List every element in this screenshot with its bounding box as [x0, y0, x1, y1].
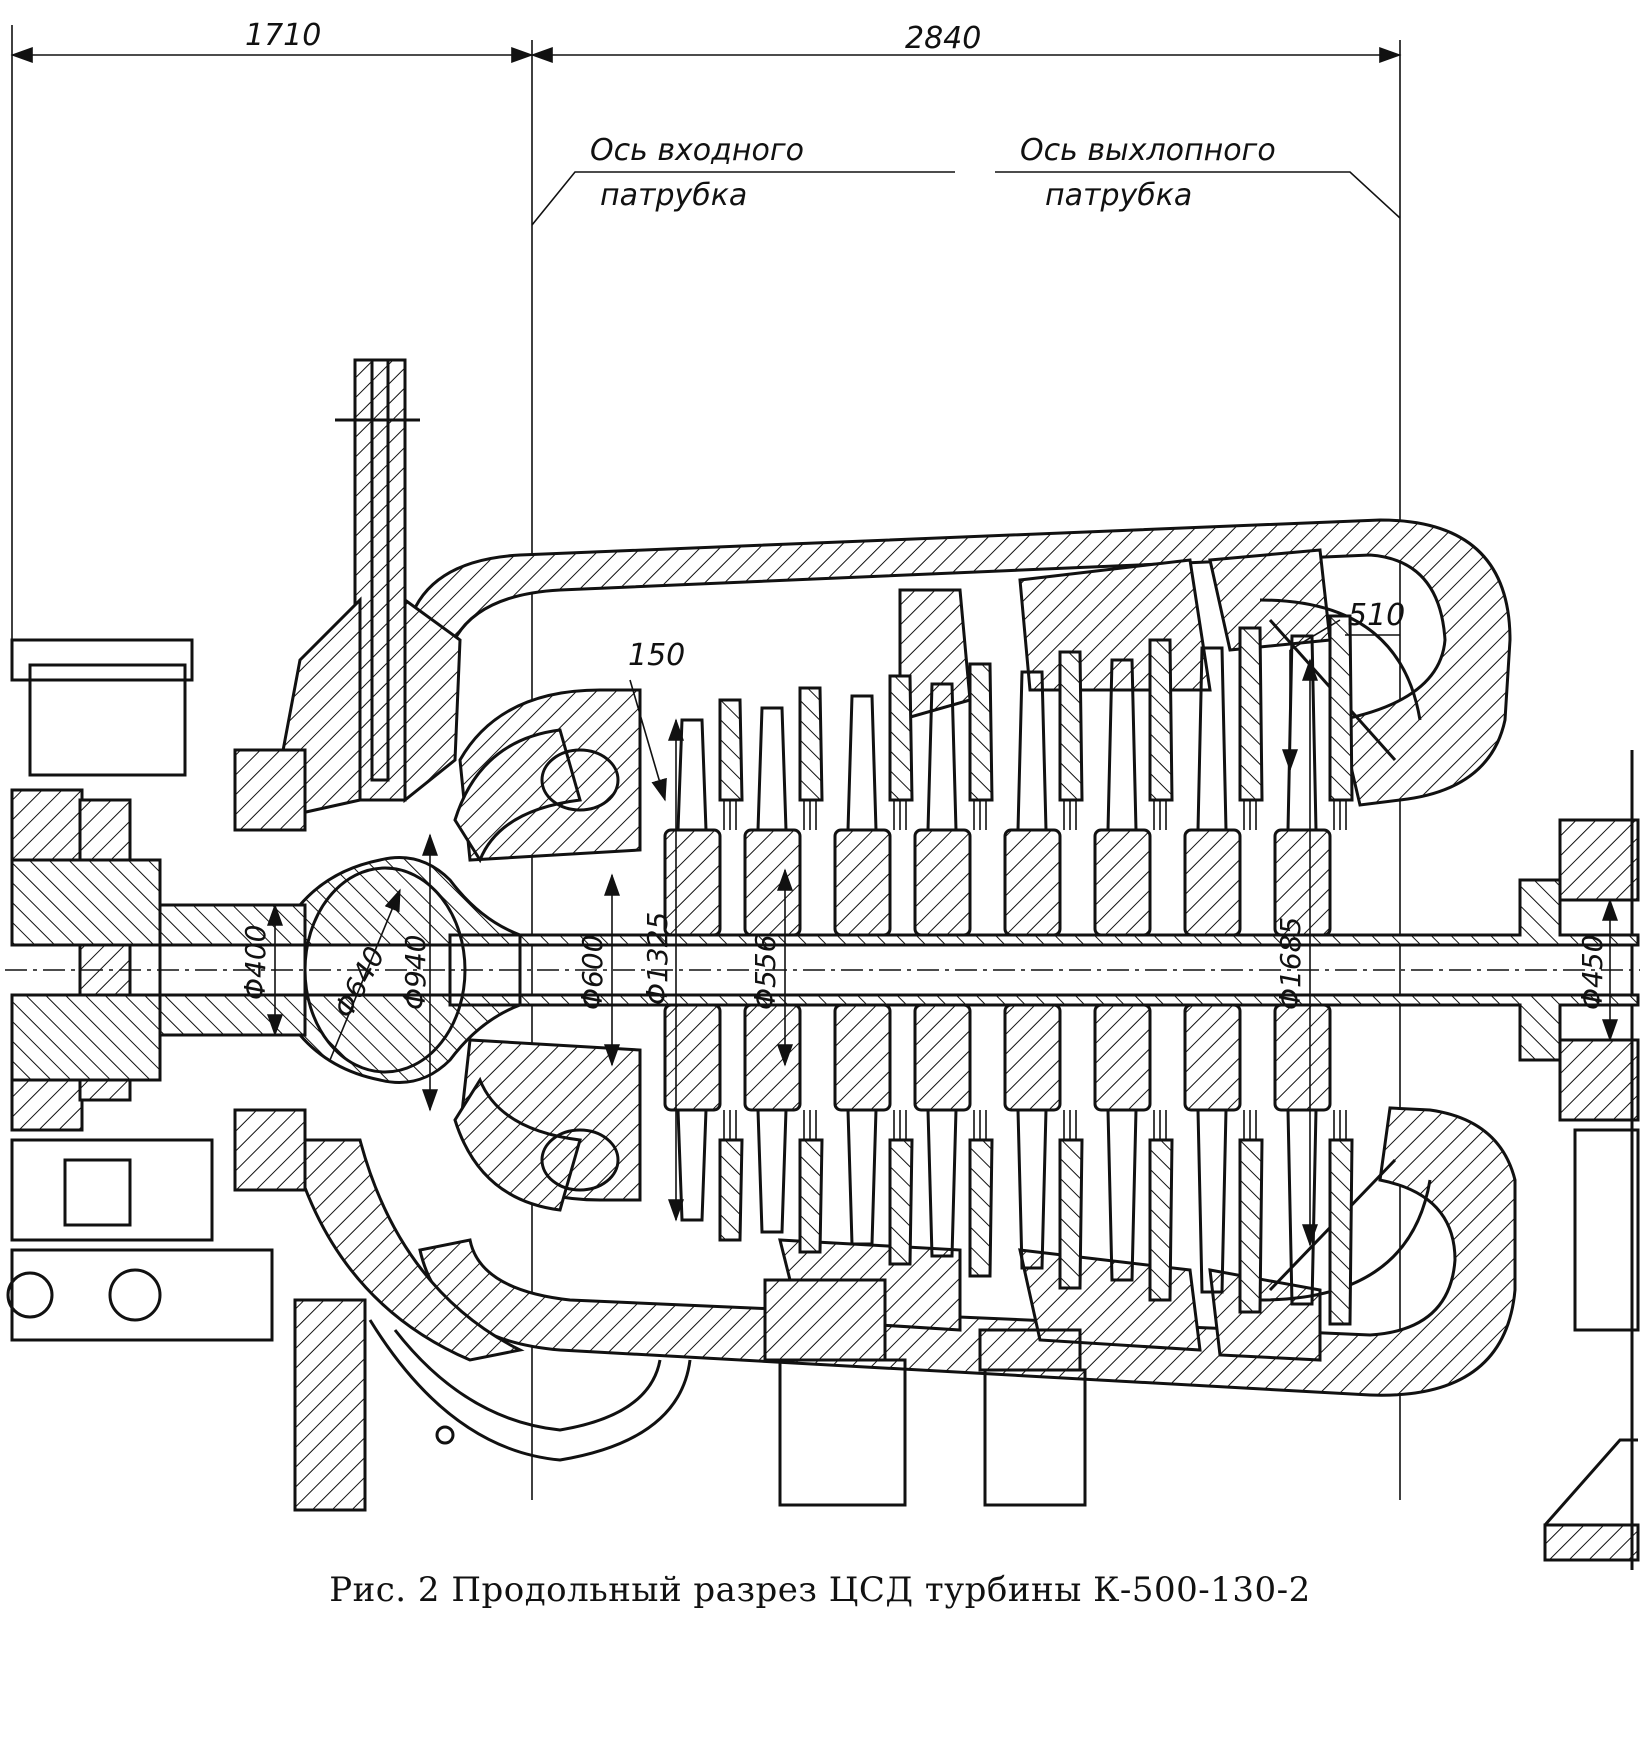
blade-lower — [676, 1108, 708, 1222]
blade-upper — [846, 694, 878, 832]
blade-lower — [926, 1108, 958, 1258]
diameter-450: Φ450 — [1576, 935, 1609, 1010]
blade-lower — [1016, 1108, 1048, 1270]
nozzle-lower — [968, 1138, 994, 1278]
blade-lower — [1196, 1108, 1228, 1294]
rotor-disc-upper — [743, 828, 802, 937]
rear-bearing-housing — [1543, 750, 1640, 1570]
diameter-400: Φ400 — [239, 925, 272, 1000]
blade-upper — [756, 706, 788, 832]
dimension-510: 510 — [1348, 598, 1405, 633]
nozzle-lower — [718, 1138, 744, 1242]
rotor-disc-lower — [833, 1003, 892, 1112]
blade-upper — [1196, 646, 1228, 832]
diameter-940: Φ940 — [399, 935, 432, 1010]
lower-inlet-branch — [288, 1138, 692, 1512]
blade-upper — [926, 682, 958, 832]
nozzle-upper — [888, 674, 914, 802]
rotor-disc-lower — [1003, 1003, 1062, 1112]
rotor-disc-lower — [913, 1003, 972, 1112]
diameter-556: Φ556 — [749, 935, 782, 1010]
diameter-dimension-lines — [267, 619, 1618, 1247]
exhaust-axis-note-line1: Ось выхлопного — [1020, 133, 1276, 168]
axis-leaders — [531, 171, 1401, 226]
nozzle-upper — [1148, 638, 1174, 802]
rotor-disc-upper — [1003, 828, 1062, 937]
nozzle-upper — [1058, 650, 1084, 802]
nozzle-lower — [1238, 1138, 1264, 1314]
rotor-disc-lower — [743, 1003, 802, 1112]
rotor-disc-lower — [1273, 1003, 1332, 1112]
blade-lower — [846, 1108, 878, 1246]
rotor-disc-upper — [833, 828, 892, 937]
bottom-outlet-pipes — [763, 1278, 1087, 1507]
blade-upper — [1286, 634, 1318, 832]
dimension-150: 150 — [628, 638, 685, 673]
rotor-disc-upper — [913, 828, 972, 937]
rotor-disc-lower — [1093, 1003, 1152, 1112]
nozzle-upper — [1238, 626, 1264, 802]
inlet-axis-note-line2: патрубка — [600, 178, 747, 213]
blade-upper — [1106, 658, 1138, 832]
nozzle-upper — [798, 686, 824, 802]
nozzle-lower — [1148, 1138, 1174, 1302]
nozzle-lower — [798, 1138, 824, 1254]
diameter-600: Φ600 — [576, 935, 609, 1010]
nozzle-lower — [1328, 1138, 1354, 1326]
exhaust-axis-note-line2: патрубка — [1045, 178, 1192, 213]
diameter-1685: Φ1685 — [1274, 917, 1307, 1010]
inlet-axis-note-line1: Ось входного — [590, 133, 804, 168]
diameter-1325: Φ1325 — [641, 912, 674, 1005]
nozzle-lower — [1058, 1138, 1084, 1290]
rotor-disc-upper — [1183, 828, 1242, 937]
nozzle-lower — [888, 1138, 914, 1266]
front-bearing-housing — [6, 638, 274, 1342]
nozzle-upper — [718, 698, 744, 802]
blade-lower — [1106, 1108, 1138, 1282]
blade-upper — [676, 718, 708, 832]
blade-lower — [756, 1108, 788, 1234]
dimension-1710: 1710 — [245, 18, 321, 53]
nozzle-upper — [1328, 614, 1354, 802]
rotor-disc-lower — [1183, 1003, 1242, 1112]
figure-caption: Рис. 2 Продольный разрез ЦСД турбины К-5… — [329, 1570, 1311, 1610]
nozzle-upper — [968, 662, 994, 802]
blade-lower — [1286, 1108, 1318, 1306]
blade-upper — [1016, 670, 1048, 832]
rotor-disc-upper — [1093, 828, 1152, 937]
dimension-2840: 2840 — [905, 21, 981, 56]
rotor-disc-lower — [663, 1003, 722, 1112]
